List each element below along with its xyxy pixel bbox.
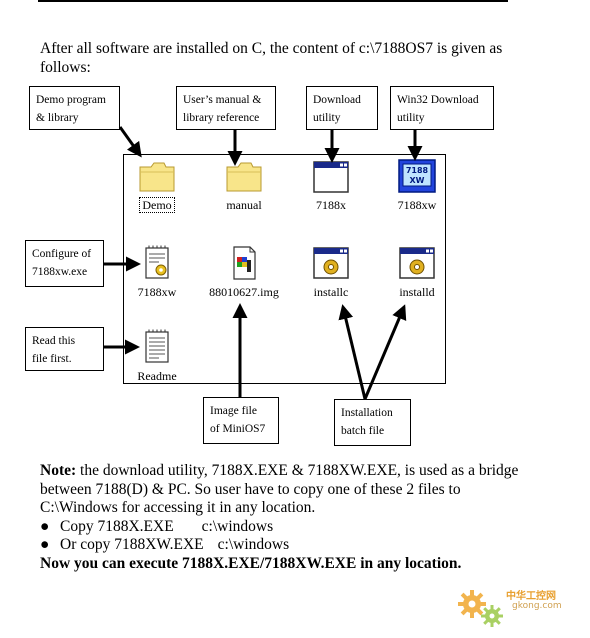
svg-text:XW: XW: [410, 176, 425, 185]
folder-icon: [139, 162, 175, 192]
bullet-1: ● Copy 7188X.EXE c:\windows: [40, 518, 560, 537]
callout-readfirst: Read this file first.: [25, 327, 104, 371]
file-manual[interactable]: manual: [209, 160, 279, 212]
text-file-icon: [145, 329, 169, 363]
note-text-1: the download utility, 7188X.EXE & 7188XW…: [76, 462, 519, 479]
file-label-installd: installd: [399, 285, 435, 299]
gear-icon: [458, 590, 503, 627]
image-file-icon: [233, 246, 256, 280]
callout-manual: User’s manual & library reference: [176, 86, 276, 130]
callout-configure: Configure of 7188xw.exe: [25, 240, 104, 287]
file-label-7188xw: 7188xw: [397, 198, 437, 212]
note-line-3: C:\Windows for accessing it in any locat…: [40, 499, 316, 516]
top-rule: [38, 0, 508, 2]
file-7188xw-config[interactable]: 7188xw: [122, 245, 192, 299]
application-window-icon: 7188 XW: [398, 159, 436, 193]
bullet-dot: ●: [40, 517, 50, 535]
file-demo[interactable]: Demo: [122, 160, 192, 213]
file-readme[interactable]: Readme: [122, 329, 192, 383]
note-label: Note:: [40, 462, 77, 479]
file-label-image: 88010627.img: [209, 285, 279, 299]
file-label-manual: manual: [226, 198, 262, 212]
intro-paragraph: After all software are installed on C, t…: [40, 39, 540, 77]
application-window-icon: [313, 161, 349, 193]
file-label-7188xw-config: 7188xw: [137, 285, 177, 299]
notes-section: Note: the download utility, 7188X.EXE & …: [40, 462, 560, 573]
intro-line-1: After all software are installed on C, t…: [40, 40, 503, 57]
file-7188x[interactable]: 7188x: [296, 160, 366, 212]
batch-file-icon: [313, 247, 349, 279]
bullet-2-cmd: Or copy 7188XW.EXE: [60, 536, 204, 553]
bullet-2-dest: c:\windows: [217, 536, 290, 553]
bullet-2: ● Or copy 7188XW.EXE c:\windows: [40, 536, 560, 555]
file-installc[interactable]: installc: [296, 245, 366, 299]
bullet-dot: ●: [40, 536, 50, 553]
callout-download: Download utility: [306, 86, 378, 130]
batch-file-icon: [399, 247, 435, 279]
callout-demo: Demo program & library: [29, 86, 120, 130]
file-image[interactable]: 88010627.img: [209, 245, 279, 299]
watermark-url: gkong.com: [512, 601, 562, 611]
file-label-readme: Readme: [137, 369, 177, 383]
file-label-demo: Demo: [139, 197, 175, 213]
file-installd[interactable]: installd: [382, 245, 452, 299]
note-line-2: between 7188(D) & PC. So user have to co…: [40, 480, 461, 498]
final-statement: Now you can execute 7188X.EXE/7188XW.EXE…: [40, 554, 462, 572]
callout-win32: Win32 Download utility: [390, 86, 494, 130]
file-7188xw[interactable]: 7188 XW 7188xw: [382, 158, 452, 212]
callout-image: Image file of MiniOS7: [203, 397, 279, 444]
config-file-icon: [145, 245, 169, 279]
svg-text:7188: 7188: [406, 166, 429, 175]
folder-window: [123, 154, 446, 384]
bullet-1-dest: c:\windows: [201, 517, 274, 535]
bullet-1-cmd: Copy 7188X.EXE: [60, 517, 174, 535]
intro-line-2: follows:: [40, 59, 91, 76]
folder-icon: [226, 162, 262, 192]
callout-install: Installation batch file: [334, 399, 411, 446]
watermark-title: 中华工控网: [506, 591, 556, 602]
watermark: 中华工控网 gkong.com: [456, 584, 586, 634]
file-label-7188x: 7188x: [316, 198, 346, 212]
file-label-installc: installc: [313, 285, 349, 299]
arrow-demo: [118, 126, 142, 158]
